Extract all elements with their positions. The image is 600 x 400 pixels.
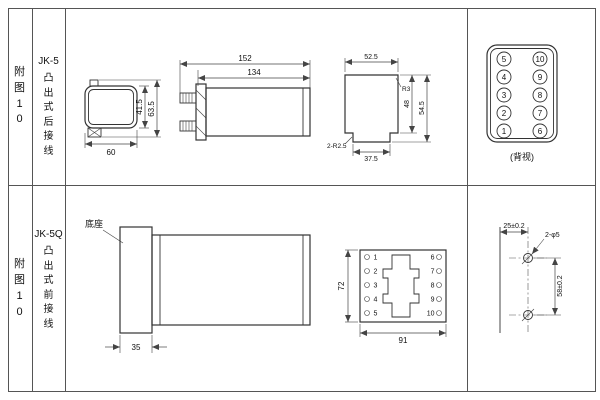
terminal-number: 1	[374, 255, 378, 262]
terminal-number: 2	[502, 109, 507, 118]
panel-cutout-view: 1 2 3 4 5 6 7 8 9 10 72 91	[337, 249, 447, 345]
dim-top-width: 52.5	[364, 54, 378, 61]
hole-spec-label: 2-φ5	[545, 232, 560, 239]
dim-bottom-width: 37.5	[364, 156, 378, 163]
terminal-number: 9	[431, 297, 435, 304]
terminal-number: 5	[374, 311, 378, 318]
mount-type-bottom: 凸出式前接线	[43, 246, 54, 330]
dim-case-height: 48	[404, 100, 411, 108]
terminal-number: 3	[502, 91, 507, 100]
dim-total-height: 63.5	[147, 101, 156, 117]
side-view: 152 134	[179, 54, 311, 141]
corner-radius-label: 2-R2.5	[327, 143, 347, 150]
grid-line-row	[8, 185, 596, 186]
panel-terminals-right: 6 7 8 9 10	[427, 254, 442, 318]
grid-line-col3	[467, 8, 468, 392]
terminal-stud	[179, 92, 197, 104]
jk5-drawings: 60 41.5 63.5 152 134	[84, 54, 431, 163]
terminal-numbers-left: 5 4 3 2 1	[496, 51, 512, 139]
dim-height: 72	[337, 281, 346, 290]
terminal-number: 4	[374, 297, 378, 304]
panel-terminals-left: 1 2 3 4 5	[364, 254, 378, 318]
terminal-number: 4	[502, 73, 507, 82]
cell-fig-bottom: 附图10	[8, 185, 32, 393]
table-border	[8, 8, 596, 392]
panel-outline	[359, 249, 447, 323]
terminal-number: 7	[431, 269, 435, 276]
dim-case-length: 134	[247, 68, 261, 77]
terminal-number: 8	[538, 91, 543, 100]
terminal-number: 10	[427, 311, 435, 318]
mount-type-top: 凸出式后接线	[43, 73, 54, 157]
case-inner-outline	[88, 89, 134, 125]
case-body	[205, 87, 311, 137]
drilling-template-view: 25±0.2 2-φ5 58±0.2	[499, 223, 564, 333]
dim-width: 60	[107, 148, 116, 157]
cutout-shape	[382, 254, 420, 318]
terminal-rear-view: 5 4 3 2 1 10 9 8 7 6 (背视)	[486, 44, 558, 162]
terminal-number: 6	[538, 127, 543, 136]
profile-view: 52.5 R3 48 54.5 2-R2.5 37.5	[327, 54, 431, 163]
dim-width: 91	[399, 336, 408, 345]
base-label: 底座	[85, 218, 103, 229]
dim-total-length: 152	[238, 54, 252, 63]
foot-cross	[87, 127, 102, 138]
terminal-number: 2	[374, 269, 378, 276]
base-plate	[119, 226, 153, 334]
terminal-number: 5	[502, 55, 507, 64]
terminal-number: 9	[538, 73, 543, 82]
leader-line	[531, 238, 545, 255]
terminal-number: 10	[536, 55, 545, 64]
flange	[195, 83, 207, 141]
mount-foot	[87, 127, 102, 138]
dim-total-height: 54.5	[419, 101, 426, 115]
terminal-number: 1	[502, 127, 507, 136]
dim-edge-offset: 25±0.2	[503, 223, 524, 230]
fig-label-bottom: 附图10	[14, 258, 26, 318]
terminal-number: 6	[431, 255, 435, 262]
jk5q-drawings: 底座 35 1 2 3 4 5 6 7	[85, 218, 447, 353]
model-label-bottom: JK-5Q	[34, 229, 63, 240]
front-view: 60 41.5 63.5	[84, 79, 161, 157]
case-outline	[84, 85, 138, 129]
base-side-view: 底座 35	[85, 218, 311, 353]
dim-inner-height: 41.5	[135, 99, 144, 115]
radius-label: R3	[402, 86, 411, 93]
cell-type-bottom: JK-5Q 凸出式前接线	[32, 185, 65, 393]
terminal-number: 8	[431, 283, 435, 290]
cell-type-top: JK-5 凸出式后接线	[32, 8, 65, 185]
terminal-numbers-right: 10 9 8 7 6	[532, 51, 548, 139]
profile-outline	[344, 74, 399, 143]
dim-depth: 35	[132, 343, 141, 352]
fig-label-top: 附图10	[14, 65, 26, 126]
rear-view-caption: (背视)	[510, 151, 534, 162]
terminal-block-inner	[490, 48, 554, 139]
terminal-stud	[179, 120, 197, 132]
relay-body	[151, 234, 311, 326]
top-tab	[89, 79, 99, 87]
terminal-number: 3	[374, 283, 378, 290]
dim-hole-spacing: 58±0.2	[557, 275, 564, 296]
terminal-block-outline	[486, 44, 558, 143]
model-label-top: JK-5	[38, 56, 59, 67]
cell-fig-top: 附图10	[8, 8, 32, 185]
grid-line-col2	[65, 8, 66, 392]
grid-line-col1	[32, 8, 33, 392]
terminal-number: 7	[538, 109, 543, 118]
